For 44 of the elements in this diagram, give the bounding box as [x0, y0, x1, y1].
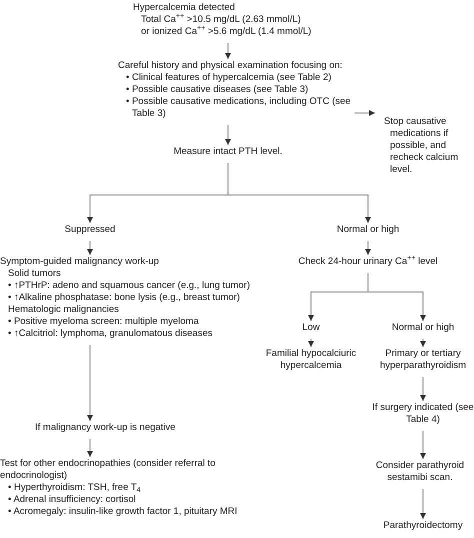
flow-text: Solid tumors — [8, 268, 61, 279]
flow-text: • Adrenal insufficiency: cortisol — [8, 494, 136, 505]
arrow — [87, 344, 93, 422]
flow-text: Low — [302, 322, 320, 333]
flow-text: • ↑Alkaline phosphatase: bone lysis (e.g., breast tumor) — [8, 292, 240, 303]
arrow — [225, 124, 231, 146]
arrow — [420, 338, 426, 348]
flow-text: Symptom-guided malignancy work-up — [0, 256, 159, 267]
flow-text: Suppressed — [64, 224, 116, 235]
flow-text: or ionized Ca$^{++}$ >5.6 mg/dL (1.4 mmol/L) — [141, 26, 312, 37]
arrow — [225, 42, 231, 60]
flow-text: Familial hypocalciuric hypercalcemia — [266, 348, 356, 371]
flow-text: Stop causative medications if possible, and recheck calcium level. — [384, 116, 458, 175]
arrow — [354, 110, 376, 116]
arrow — [420, 430, 426, 460]
flow-text: • Hyperthyroidism: TSH, free T$_{4}$ — [8, 482, 141, 493]
flow-text: Parathyroidectomy — [383, 520, 463, 531]
arrow — [365, 240, 371, 256]
flow-text: If malignancy work-up is negative — [35, 422, 176, 433]
flow-text: Consider parathyroid sestamibi scan. — [376, 460, 464, 483]
arrow — [308, 338, 314, 348]
flow-text: • Positive myeloma screen: multiple myeloma — [8, 316, 199, 327]
flow-text: • Clinical features of hypercalcemia (see Table 2) — [126, 72, 332, 83]
arrow — [87, 438, 93, 458]
flow-text: • Possible causative diseases (see Table 3) — [126, 84, 308, 95]
flow-text: Total Ca$^{++}$ >10.5 mg/dL (2.63 mmol/L) — [141, 14, 301, 25]
arrow — [228, 162, 371, 224]
arrow — [420, 376, 426, 402]
flow-text: Hypercalcemia detected — [133, 2, 235, 13]
flow-text: Primary or tertiary hyperparathyroidism — [380, 348, 466, 371]
flow-text: Normal or high — [392, 322, 454, 333]
arrow — [87, 240, 93, 256]
flow-text: Careful history and physical examination focusing on: — [118, 60, 342, 71]
flow-text: Test for other endocrinopathies (consider referral to endocrinologist) — [0, 458, 216, 481]
flow-text: Hematologic malignancies — [8, 304, 119, 315]
flow-text: • ↑Calcitriol: lymphoma, granulomatous diseases — [8, 328, 212, 339]
flow-text: Measure intact PTH level. — [174, 146, 282, 157]
arrow — [420, 488, 426, 520]
flow-text: Normal or high — [336, 224, 400, 235]
flow-text: • Acromegaly: insulin-like growth factor 1, pituitary MRI — [8, 506, 238, 517]
flow-text: Check 24-hour urinary Ca$^{++}$ level — [298, 256, 438, 267]
flow-text: • Possible causative medications, including OTC (see Table 3) — [126, 96, 351, 119]
flow-text: • ↑PTHrP: adeno and squamous cancer (e.g., lung tumor) — [8, 280, 250, 291]
flow-text: If surgery indicated (see Table 4) — [372, 402, 474, 425]
